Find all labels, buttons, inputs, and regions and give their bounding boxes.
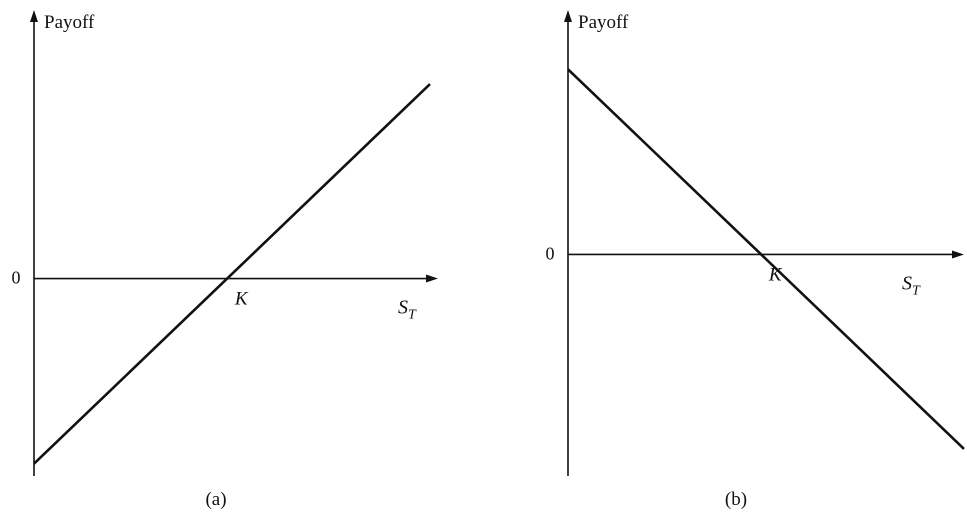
x-axis-label: ST [902, 272, 921, 298]
x-axis-label-subscript: T [912, 283, 921, 298]
y-axis-label: Payoff [578, 12, 629, 33]
x-axis-label-subscript: T [408, 308, 417, 323]
y-tick-label-zero: 0 [546, 243, 555, 263]
x-axis-arrowhead [952, 250, 964, 259]
x-axis [34, 274, 438, 283]
panel-caption: (a) [205, 489, 226, 510]
payoff-line [567, 68, 965, 450]
y-axis-label: Payoff [44, 12, 95, 33]
x-axis-label: ST [398, 297, 417, 323]
y-axis-arrowhead [30, 10, 38, 22]
payoff-line [33, 83, 431, 465]
x-tick-label-k: K [234, 289, 249, 310]
x-axis-label-main: S [902, 272, 912, 294]
chart-panel-a: Payoff 0 K ST (a) [12, 10, 438, 510]
panel-caption: (b) [725, 489, 747, 510]
y-tick-label-zero: 0 [12, 268, 21, 288]
x-axis-label-main: S [398, 297, 408, 319]
y-axis [30, 10, 38, 476]
chart-panel-b: Payoff 0 K ST (b) [546, 10, 965, 510]
x-axis [568, 250, 964, 259]
x-axis-arrowhead [426, 274, 438, 283]
x-tick-label-k: K [768, 264, 783, 285]
y-axis [564, 10, 572, 476]
y-axis-arrowhead [564, 10, 572, 22]
